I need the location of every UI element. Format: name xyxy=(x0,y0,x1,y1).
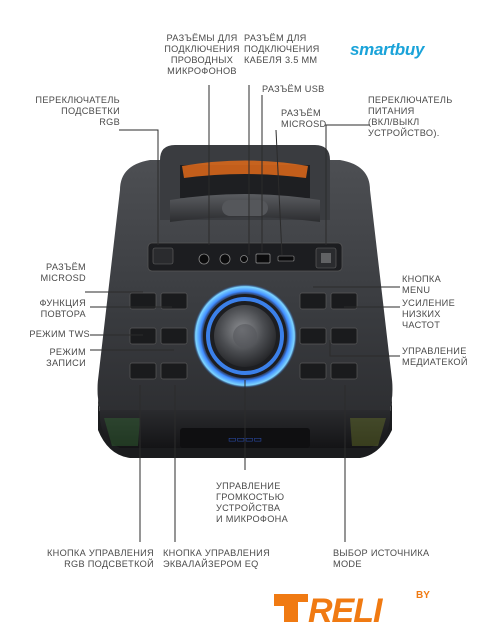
svg-text:BY: BY xyxy=(416,590,430,601)
mode-btn xyxy=(330,362,358,380)
svg-text:RELI: RELI xyxy=(308,592,384,630)
callout-cable-35: РАЗЪЁМ ДЛЯ ПОДКЛЮЧЕНИЯ КАБЕЛЯ 3.5 ММ xyxy=(244,33,320,65)
brand-logo: smartbuy xyxy=(350,40,425,59)
callout-eq-button: КНОПКА УПРАВЛЕНИЯ ЭКВАЛАЙЗЕРОМ EQ xyxy=(163,548,271,569)
repeat-btn xyxy=(129,292,157,310)
handle-bar xyxy=(222,200,268,216)
tws-btn xyxy=(129,327,157,345)
speaker-side-shade xyxy=(97,380,393,458)
light-btn xyxy=(129,362,157,380)
right-speaker-glow xyxy=(350,418,386,446)
mic2-jack xyxy=(219,253,231,265)
callout-microsd-left: РАЗЪЁМ MICROSD xyxy=(40,262,86,283)
callout-lines xyxy=(85,85,400,542)
callout-microsd-top: РАЗЪЁМ MICROSD xyxy=(281,108,327,129)
next-btn xyxy=(330,327,358,345)
menu-btn xyxy=(299,292,327,310)
eq-btn xyxy=(160,362,188,380)
sd-slot xyxy=(277,255,295,262)
play-btn xyxy=(299,362,327,380)
callout-media: УПРАВЛЕНИЕ МЕДИАТЕКОЙ xyxy=(402,346,468,367)
usb-slot xyxy=(255,253,271,264)
aux-jack xyxy=(240,255,248,263)
left-button-group xyxy=(129,292,188,380)
rgb-switch xyxy=(152,247,174,265)
handle-orange-strip xyxy=(182,160,308,178)
dreli-watermark-logo: RELI BY xyxy=(268,582,443,630)
right-button-group xyxy=(299,292,358,380)
bass-btn xyxy=(330,292,358,310)
callout-menu: КНОПКА MENU xyxy=(402,274,442,295)
mic1-jack xyxy=(198,253,210,265)
callout-source: ВЫБОР ИСТОЧНИКА MODE xyxy=(333,548,430,569)
knob-ring xyxy=(206,297,284,375)
callout-rgb-switch: ПЕРЕКЛЮЧАТЕЛЬ ПОДСВЕТКИ RGB xyxy=(35,95,120,127)
left-speaker-glow xyxy=(104,418,140,446)
callout-repeat: ФУНКЦИЯ ПОВТОРА xyxy=(39,298,86,319)
callout-tws: РЕЖИМ TWS xyxy=(29,329,90,339)
power-switch xyxy=(315,247,337,269)
prev-btn xyxy=(299,327,327,345)
recplay-btn xyxy=(160,292,188,310)
callout-rgb-button: КНОПКА УПРАВЛЕНИЯ RGB ПОДСВЕТКОЙ xyxy=(46,548,154,569)
callout-wired-mics: РАЗЪЁМЫ ДЛЯ ПОДКЛЮЧЕНИЯ ПРОВОДНЫХ МИКРОФ… xyxy=(164,33,240,76)
callout-usb: РАЗЪЁМ USB xyxy=(262,84,325,94)
rec-btn xyxy=(160,327,188,345)
callout-bass: УСИЛЕНИЕ НИЗКИХ ЧАСТОТ xyxy=(402,298,455,330)
callout-power-switch: ПЕРЕКЛЮЧАТЕЛЬ ПИТАНИЯ (ВКЛ/ВЫКЛ УСТРОЙСТ… xyxy=(368,95,453,138)
callout-volume: УПРАВЛЕНИЕ ГРОМКОСТЬЮ УСТРОЙСТВА И МИКРО… xyxy=(216,481,289,524)
callout-record: РЕЖИМ ЗАПИСИ xyxy=(46,347,86,368)
